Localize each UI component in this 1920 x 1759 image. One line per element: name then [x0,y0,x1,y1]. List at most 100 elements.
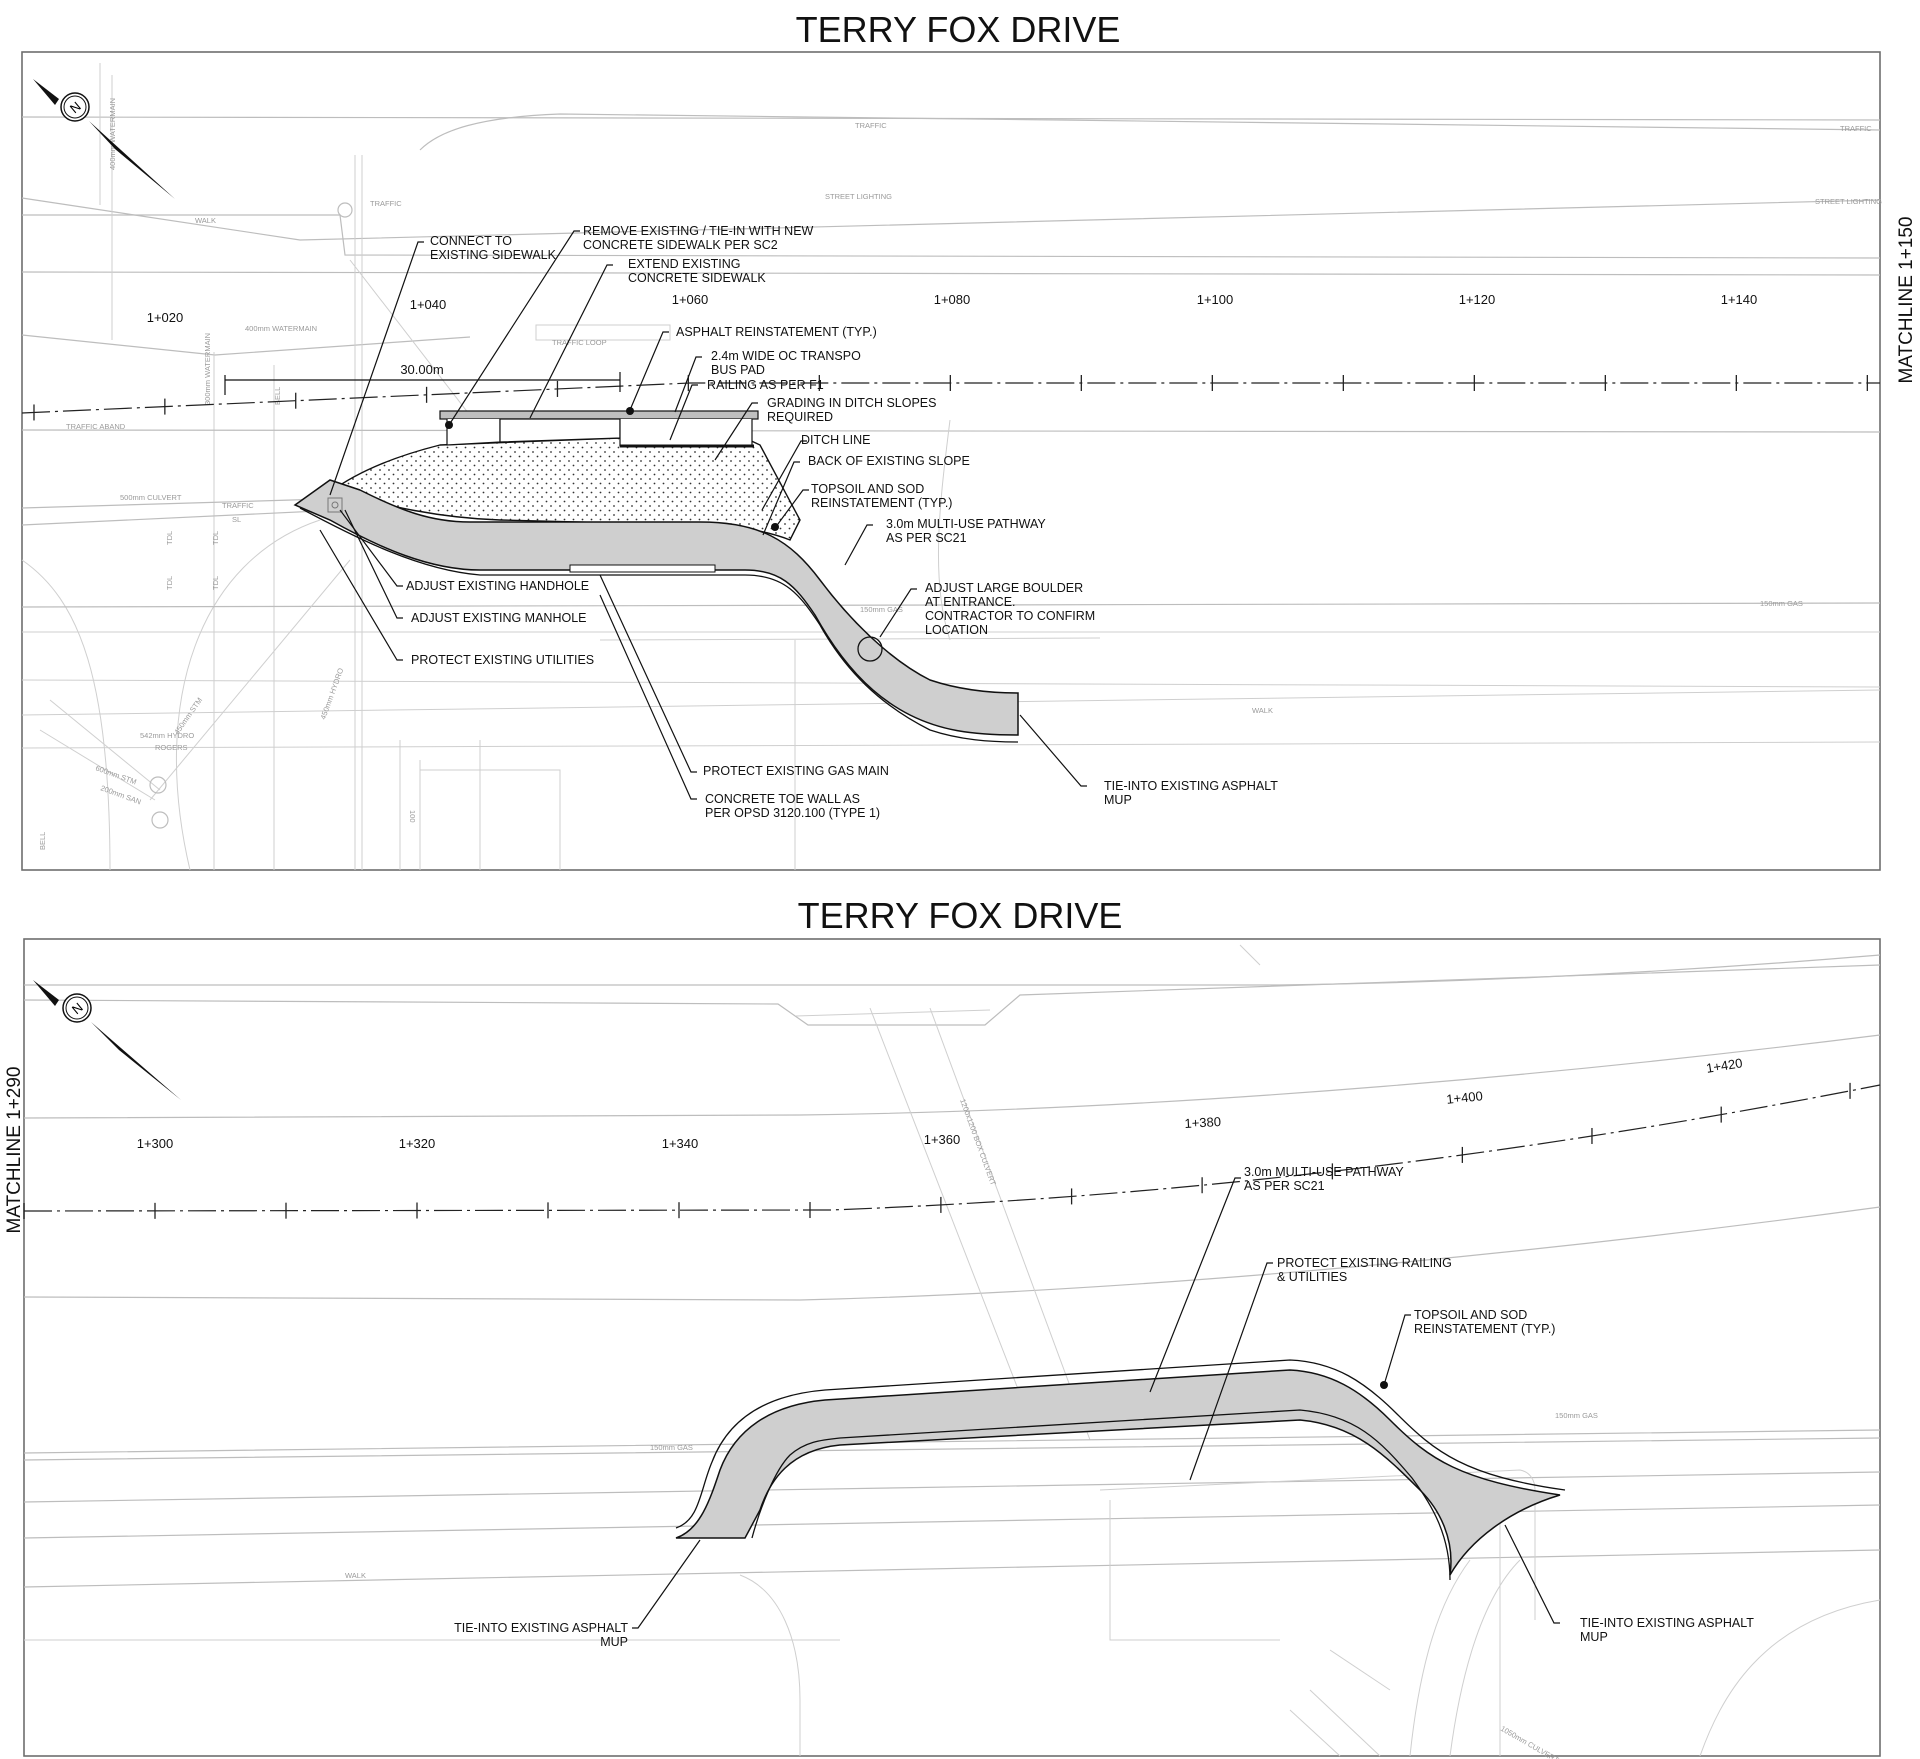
multi-use-pathway-bottom [675,1369,1561,1576]
svg-text:TRAFFIC: TRAFFIC [370,199,402,208]
svg-text:TDL: TDL [211,576,220,590]
handhole-icon [327,497,343,513]
svg-text:TDL: TDL [211,531,220,545]
callout-ditch-line: DITCH LINE [801,433,870,447]
top-plan-panel: TERRY FOX DRIVE MATCHLINE 1+150 [21,9,1917,871]
svg-text:TRAFFIC: TRAFFIC [855,121,887,130]
station-label: 1+120 [1459,292,1496,307]
callout-gas-main: PROTECT EXISTING GAS MAIN [703,764,889,778]
svg-text:ADJUST EXISTING HANDHOLE: ADJUST EXISTING HANDHOLE [406,579,589,593]
dimension-30m: 30.00m [224,362,621,395]
svg-text:542mm HYDRO: 542mm HYDRO [140,731,194,740]
station-label: 1+360 [924,1132,961,1147]
svg-text:300mm WATERMAIN: 300mm WATERMAIN [203,333,212,405]
station-label: 1+040 [410,297,447,312]
svg-text:150mm GAS: 150mm GAS [1555,1411,1598,1420]
svg-text:BELL: BELL [38,832,47,850]
svg-text:150mm GAS: 150mm GAS [860,605,903,614]
svg-text:DITCH LINE: DITCH LINE [801,433,870,447]
callout-railing: RAILING AS PER F1 [707,378,824,392]
top-station-labels: 1+020 1+040 1+060 1+080 1+100 1+120 1+14… [147,292,1758,325]
svg-text:RAILING AS PER F1: RAILING AS PER F1 [707,378,824,392]
svg-text:400mm WATERMAIN: 400mm WATERMAIN [245,324,317,333]
callout-protect-utilities: PROTECT EXISTING UTILITIES [411,653,594,667]
bottom-panel-title: TERRY FOX DRIVE [798,895,1123,936]
top-panel-title: TERRY FOX DRIVE [796,9,1121,50]
svg-text:TRAFFIC ABAND: TRAFFIC ABAND [66,422,126,431]
svg-text:STREET LIGHTING: STREET LIGHTING [825,192,892,201]
bus-pad [439,410,759,448]
multi-use-pathway-top [293,479,1019,736]
bottom-plan-panel: TERRY FOX DRIVE MATCHLINE 1+290 [4,895,1881,1759]
north-arrow-icon: N [33,79,175,199]
callout-manhole: ADJUST EXISTING MANHOLE [411,611,587,625]
svg-text:450mm HYDRO: 450mm HYDRO [318,667,345,721]
svg-text:150mm GAS: 150mm GAS [650,1443,693,1452]
svg-text:TDL: TDL [165,576,174,590]
station-label: 1+340 [662,1136,699,1151]
bottom-leaders [632,1177,1560,1629]
svg-text:SL: SL [232,515,241,524]
station-label: 1+140 [1721,292,1758,307]
svg-text:PROTECT EXISTING GAS MAIN: PROTECT EXISTING GAS MAIN [703,764,889,778]
svg-text:500mm CULVERT: 500mm CULVERT [120,493,182,502]
bottom-panel-frame [23,938,1881,1757]
svg-text:TDL: TDL [165,531,174,545]
bottom-existing-features [23,944,1881,1757]
svg-text:STREET LIGHTING: STREET LIGHTING [1815,197,1882,206]
station-label: 1+320 [399,1136,436,1151]
svg-text:TRAFFIC: TRAFFIC [1840,124,1872,133]
bottom-alignment [23,1082,1881,1219]
svg-text:TRAFFIC LOOP: TRAFFIC LOOP [552,338,607,347]
top-alignment [21,375,1880,421]
svg-text:ASPHALT REINSTATEMENT (TYP.): ASPHALT REINSTATEMENT (TYP.) [676,325,877,339]
svg-text:ADJUST EXISTING MANHOLE: ADJUST EXISTING MANHOLE [411,611,587,625]
station-label: 1+300 [137,1136,174,1151]
station-label: 1+400 [1446,1088,1484,1107]
svg-text:30.00m: 30.00m [400,362,443,377]
station-label: 1+420 [1705,1055,1743,1076]
station-label: 1+060 [672,292,709,307]
svg-text:WALK: WALK [195,216,216,225]
manhole-icon [331,501,339,509]
boulder-icon [857,636,883,662]
svg-text:400mm WATERMAIN: 400mm WATERMAIN [108,98,117,170]
svg-text:1050mm CULVERT: 1050mm CULVERT [1499,1724,1561,1759]
svg-text:ROGERS: ROGERS [155,743,188,752]
svg-text:WALK: WALK [345,1571,366,1580]
svg-text:REMOVE EXISTING / TIE-IN WITH: REMOVE EXISTING / TIE-IN WITH NEWCONCRET… [583,224,814,252]
top-panel-frame [21,51,1881,871]
station-label: 1+380 [1184,1114,1221,1131]
svg-text:PROTECT EXISTING RAILING& UTIL: PROTECT EXISTING RAILING& UTILITIES [1277,1256,1452,1284]
svg-text:TRAFFIC: TRAFFIC [222,501,254,510]
svg-text:BACK OF EXISTING SLOPE: BACK OF EXISTING SLOPE [808,454,970,468]
callout-protect-railing: PROTECT EXISTING RAILING& UTILITIES [1277,1256,1452,1284]
station-label: 1+100 [1197,292,1234,307]
callout-handhole: ADJUST EXISTING HANDHOLE [406,579,589,593]
svg-text:BELL: BELL [273,387,282,405]
